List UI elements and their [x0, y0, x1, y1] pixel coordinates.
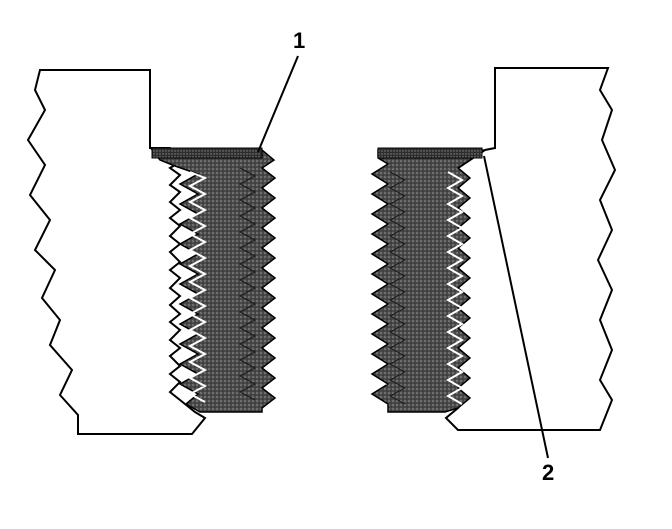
- left-thread-insert: [150, 147, 277, 413]
- left-workpiece: [26, 69, 207, 435]
- leader-line-1: [257, 55, 299, 153]
- callout-label-2: 2: [542, 460, 555, 485]
- leader-line-2: [483, 155, 549, 459]
- callout-label-1: 1: [293, 28, 306, 53]
- right-thread-insert: [370, 147, 485, 413]
